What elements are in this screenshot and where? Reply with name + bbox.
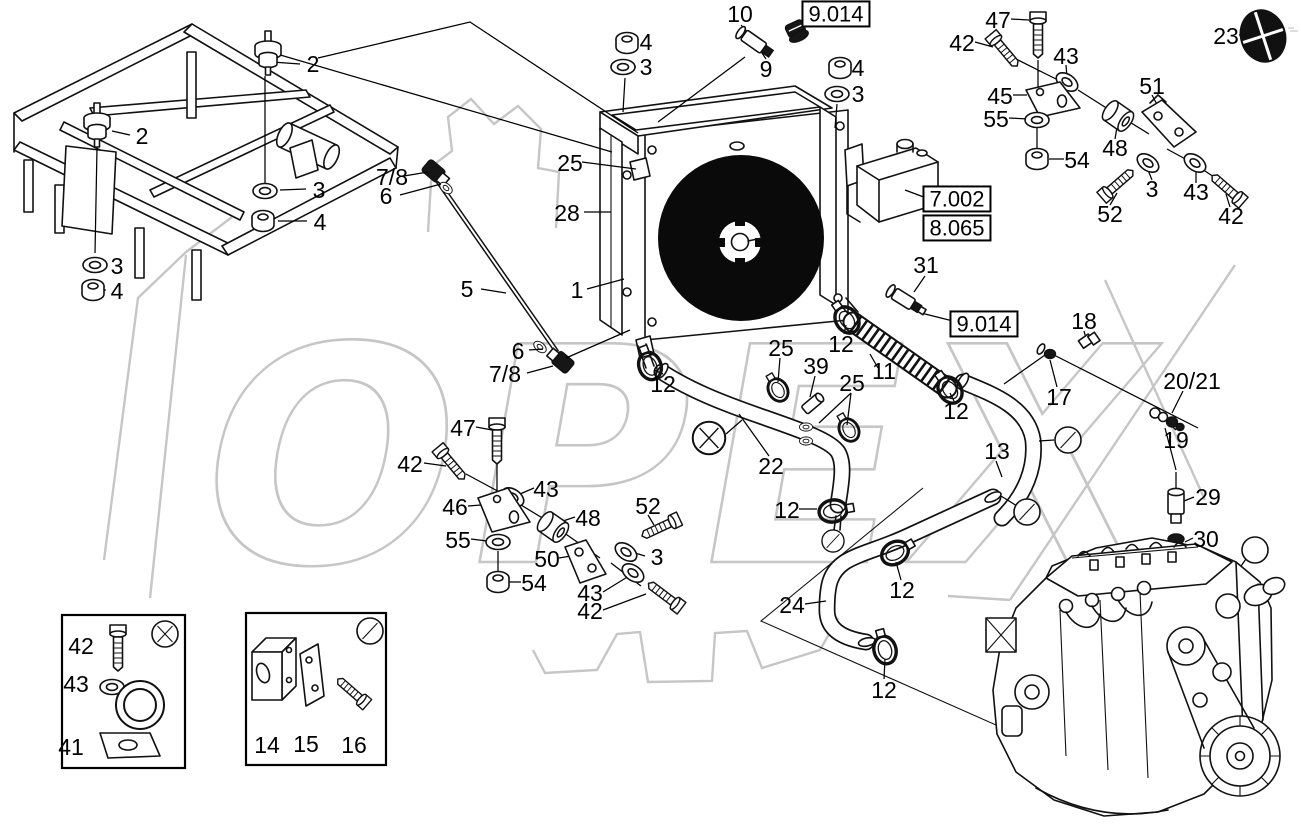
water-pump [1215,593,1241,619]
variant-markers [691,420,1269,564]
plate-15 [299,643,325,707]
stay-rod [421,159,575,374]
fan [658,155,824,321]
filler-cap-icon [1239,9,1287,63]
bolt-42 [1206,169,1249,209]
watermark-gear-bottom [531,617,840,684]
p-clamp-41 [99,680,165,759]
corner-mark [1288,27,1298,32]
bushing-48 [1098,97,1138,135]
variant-marker-slash-icon [356,617,384,645]
watermark-gear-top [426,97,561,233]
variant-marker-slash-icon [1054,426,1082,454]
block-14 [251,637,297,701]
bracket-51 [1141,99,1197,148]
temperature-sensor [735,25,775,59]
bolt-42 [984,28,1024,72]
mounting-frame [13,23,399,301]
bolt-52 [1096,164,1139,204]
corrugated-hose-11 [842,311,958,399]
tank-cap [896,138,928,157]
variant-marker-plain-icon [1241,536,1269,564]
hardware [81,9,1287,669]
fitting-21 [1157,411,1169,423]
hose-24 [818,488,1002,651]
variant-marker-cross-icon [151,620,179,648]
radiator-right-frame [819,106,837,306]
oil-filter [1001,705,1023,737]
radiator-bracket-upper [629,157,651,181]
variant-marker-slash-icon [821,529,845,553]
expansion-tank [844,138,939,223]
crank-pulley [1199,715,1281,797]
fitting-17 [1043,348,1057,360]
variant-marker-cross-icon [691,420,727,456]
watermark-text: OPEX [172,284,1193,633]
inset-box-block [244,611,388,767]
engine [985,537,1286,817]
hoses [653,311,1119,780]
radiator-assembly [599,85,859,369]
elbow-18 [1077,331,1101,350]
valve-cover [1045,543,1233,597]
sensor-cap [784,19,809,43]
frame-plate [61,145,117,235]
inset-box-clamp [60,613,187,770]
variant-marker-slash-icon [1013,498,1041,526]
watermark-right-shape [947,264,1236,602]
opex-watermark: OPEX [102,97,1236,684]
small-fitting-39 [801,392,825,415]
bolt-47 [1029,11,1047,59]
fitting-29 [1167,487,1185,524]
fitting-19 [1165,416,1179,428]
temperature-switch [885,284,927,316]
